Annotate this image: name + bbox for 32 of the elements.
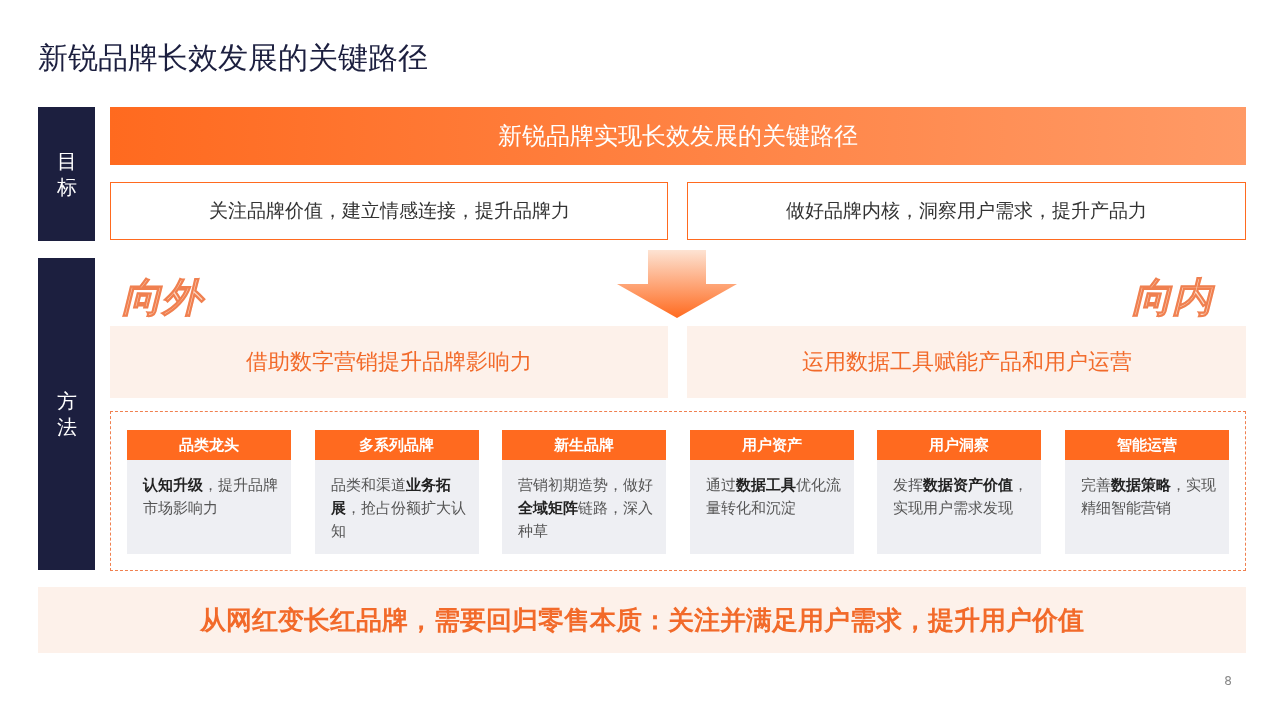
card-text: 营销初期造势，做好全域矩阵链路，深入种草 (517, 475, 654, 542)
side-label: 目标 (56, 148, 77, 200)
title-banner: 新锐品牌实现长效发展的关键路径 (110, 107, 1246, 165)
info-card (689, 430, 854, 554)
conclusion-banner: 从网红变长红品牌，需要回归零售本质：关注并满足用户需求，提升用户价值 (38, 587, 1246, 653)
slide-title: 新锐品牌长效发展的关键路径 (38, 39, 428, 77)
block-arrow (617, 250, 737, 318)
info-card (1064, 430, 1229, 554)
card-text: 认知升级，提升品牌市场影响力 (141, 475, 279, 519)
info-card (314, 430, 479, 554)
info-card (877, 430, 1041, 554)
dashed-container (110, 411, 1246, 571)
card-heading: 用户洞察 (877, 430, 1041, 460)
page-number: 8 (1224, 674, 1232, 688)
side-label: 方法 (56, 388, 77, 440)
card-text: 完善数据策略，实现精细智能营销 (1079, 475, 1217, 519)
info-card (127, 430, 291, 554)
card-text: 品类和渠道业务拓展，抢占份额扩大认知 (329, 475, 467, 542)
side-label-band (38, 258, 95, 570)
card-heading: 多系列品牌 (314, 430, 479, 460)
info-card (502, 430, 666, 554)
goal-box: 做好品牌内核，洞察用户需求，提升产品力 (687, 182, 1246, 240)
card-text: 通过数据工具优化流量转化和沉淀 (704, 475, 842, 519)
card-heading: 智能运营 (1064, 430, 1229, 460)
card-heading: 用户资产 (689, 430, 854, 460)
card-text: 发挥数据资产价值，实现用户需求发现 (892, 475, 1029, 519)
method-panel: 借助数字营销提升品牌影响力 (110, 326, 668, 398)
goal-box: 关注品牌价值，建立情感连接，提升品牌力 (110, 182, 668, 240)
card-heading: 新生品牌 (502, 430, 666, 460)
card-heading: 品类龙头 (127, 430, 291, 460)
method-panel: 运用数据工具赋能产品和用户运营 (687, 326, 1246, 398)
side-label-band (38, 107, 95, 241)
